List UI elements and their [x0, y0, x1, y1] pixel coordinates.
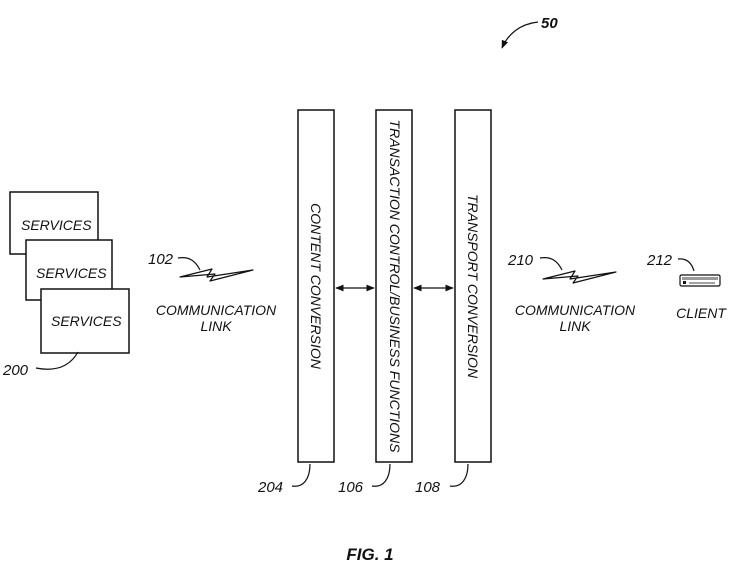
services-stack: SERVICES SERVICES SERVICES [9, 191, 130, 354]
transport-conversion-column [454, 109, 492, 463]
client-label: CLIENT [676, 305, 727, 321]
left-link-label-line2: LINK [200, 318, 232, 334]
client-device-icon [679, 274, 721, 287]
left-link-ref-number: 102 [148, 251, 174, 268]
figure-ref-number: 50 [541, 15, 558, 32]
right-link-label-line2: LINK [559, 318, 591, 334]
right-link-label-line1: COMMUNICATION [515, 302, 636, 318]
right-link-ref-leader [539, 257, 563, 271]
transaction-control-column [375, 109, 413, 463]
content-conversion-label: CONTENT CONVERSION [308, 203, 324, 370]
transport-conversion-label: TRANSPORT CONVERSION [465, 194, 481, 379]
left-lightning-icon [179, 268, 254, 282]
services-ref-number: 200 [2, 362, 29, 379]
content-conversion-ref-number: 204 [257, 479, 283, 496]
transaction-control-ref-leader [371, 463, 391, 487]
figure-ref-arrow [501, 21, 539, 49]
client-ref-leader [677, 258, 695, 272]
services-box-3 [40, 288, 130, 354]
services-label-3: SERVICES [51, 313, 122, 329]
right-lightning-icon [542, 270, 617, 284]
left-link-ref-leader [177, 257, 201, 271]
content-conversion-ref-leader [291, 463, 311, 487]
services-ref-leader [35, 351, 79, 370]
right-link-ref-number: 210 [507, 252, 534, 269]
transaction-control-label: TRANSACTION CONTROL/BUSINESS FUNCTIONS [387, 120, 403, 454]
transaction-control-ref-number: 106 [338, 479, 364, 496]
figure-caption: FIG. 1 [346, 545, 393, 564]
transport-conversion-ref-leader [449, 463, 469, 487]
content-conversion-column [297, 109, 335, 463]
services-label-1: SERVICES [21, 217, 92, 233]
transport-conversion-ref-number: 108 [415, 479, 441, 496]
client-ref-number: 212 [646, 252, 673, 269]
services-label-2: SERVICES [36, 265, 107, 281]
left-link-label-line1: COMMUNICATION [156, 302, 277, 318]
